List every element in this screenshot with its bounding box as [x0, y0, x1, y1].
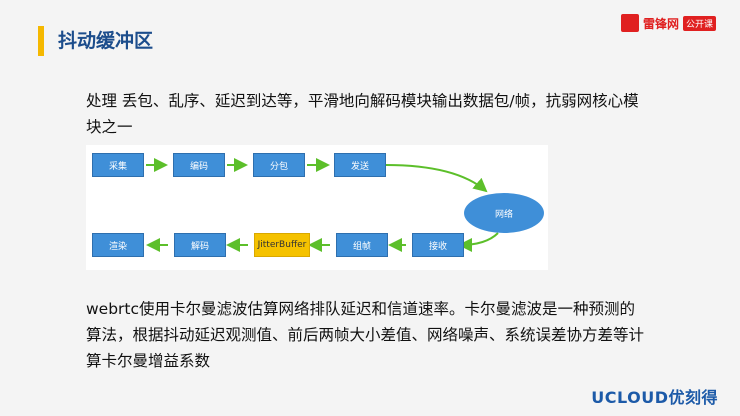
box-encode: 编码 — [173, 153, 225, 177]
box-capture: 采集 — [92, 153, 144, 177]
kalman-description: webrtc使用卡尔曼滤波估算网络排队延迟和信道速率。卡尔曼滤波是一种预测的算法… — [86, 300, 645, 370]
description-text: 处理 丢包、乱序、延迟到达等，平滑地向解码模块输出数据包/帧，抗弱网核心模块之一 — [86, 92, 639, 136]
logo-text: 雷锋网 — [642, 16, 679, 31]
box-assemble: 组帧 — [336, 233, 388, 257]
logo-badge: 公开课 — [682, 15, 716, 31]
ucloud-logo: UCLOUD优刻得 — [591, 388, 718, 407]
leiphone-logo: 雷锋网 公开课 — [620, 14, 716, 32]
slide-title: 抖动缓冲区 — [58, 30, 154, 52]
arrow-5 — [458, 232, 499, 252]
box-packetize: 分包 — [253, 153, 305, 177]
box-jitterbuffer: JitterBuffer — [254, 233, 310, 257]
logo-icon — [620, 14, 639, 32]
box-decode: 解码 — [174, 233, 226, 257]
box-receive: 接收 — [412, 233, 464, 257]
network-cloud: 网络 — [464, 193, 544, 233]
flow-diagram: 采集 编码 分包 发送 网络 渲染 解码 JitterBuffer 组帧 接收 — [86, 145, 548, 270]
box-render: 渲染 — [92, 233, 144, 257]
title-accent-bar — [38, 26, 44, 56]
box-send: 发送 — [334, 153, 386, 177]
flow-arrows — [146, 158, 499, 252]
arrow-4 — [385, 164, 488, 193]
